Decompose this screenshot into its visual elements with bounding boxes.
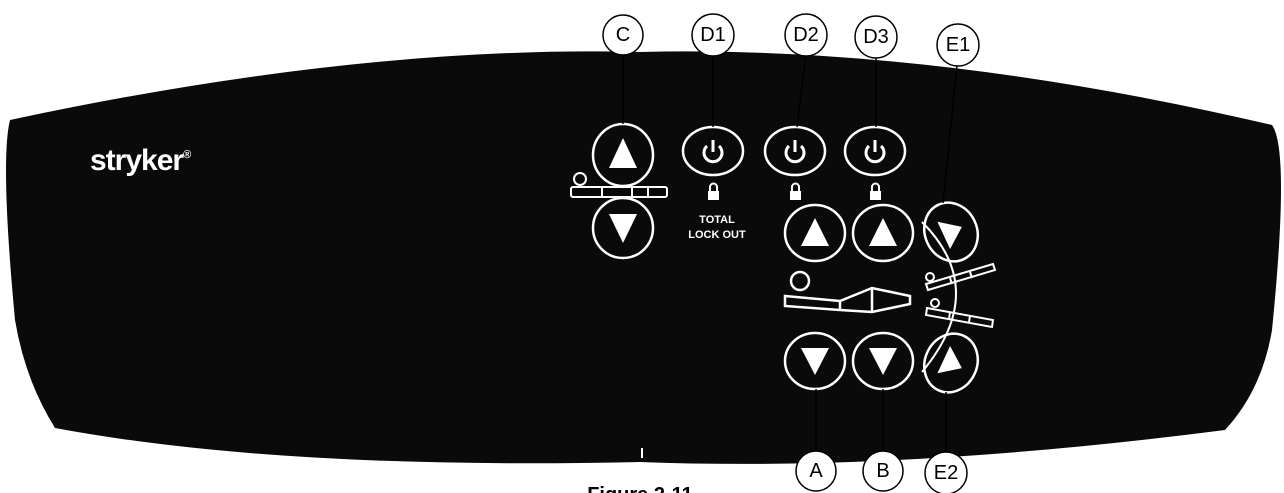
callout-d3: D3 bbox=[854, 15, 898, 59]
control-panel bbox=[6, 51, 1281, 464]
callout-e1: E1 bbox=[936, 23, 980, 67]
power-icon bbox=[702, 140, 724, 164]
svg-text:D3: D3 bbox=[863, 26, 889, 48]
svg-text:E2: E2 bbox=[934, 462, 958, 484]
up-arrow-icon bbox=[609, 138, 637, 168]
power-icon bbox=[864, 140, 886, 164]
trend-button[interactable] bbox=[915, 325, 987, 401]
lock-icon bbox=[708, 182, 719, 200]
callout-d2: D2 bbox=[784, 13, 828, 57]
up-arrow-icon bbox=[869, 218, 897, 246]
callout-d1: D1 bbox=[691, 13, 735, 57]
trend-down-button[interactable] bbox=[591, 196, 655, 260]
knee-lockout-button[interactable] bbox=[843, 125, 907, 177]
head-up-button[interactable] bbox=[783, 203, 847, 263]
power-icon bbox=[784, 140, 806, 164]
up-arrow-icon bbox=[801, 218, 829, 246]
reverse-trend-button[interactable] bbox=[915, 194, 987, 270]
trend-tilt-icon bbox=[924, 262, 997, 329]
lockout-label-line1: TOTAL bbox=[699, 214, 735, 226]
down-arrow-icon bbox=[937, 346, 962, 374]
trend-group-outline bbox=[921, 221, 957, 373]
lock-icon bbox=[790, 182, 801, 200]
svg-text:A: A bbox=[809, 460, 823, 482]
down-arrow-icon bbox=[801, 348, 829, 375]
lockout-label-line2: LOCK OUT bbox=[688, 229, 746, 241]
down-arrow-icon bbox=[869, 348, 897, 375]
callout-c: C bbox=[602, 14, 644, 56]
callout-a: A bbox=[795, 450, 837, 492]
brand-logo: stryker® bbox=[90, 144, 191, 177]
bed-flat-icon bbox=[570, 172, 668, 198]
svg-text:B: B bbox=[876, 460, 889, 482]
bed-articulation-icon bbox=[783, 270, 912, 314]
svg-text:D1: D1 bbox=[700, 24, 726, 46]
svg-text:C: C bbox=[616, 24, 630, 46]
leader-lines bbox=[622, 54, 958, 453]
svg-text:E1: E1 bbox=[946, 34, 970, 56]
head-down-button[interactable] bbox=[783, 331, 847, 391]
svg-text:D2: D2 bbox=[793, 24, 819, 46]
up-arrow-icon bbox=[937, 221, 962, 249]
head-lockout-button[interactable] bbox=[763, 125, 827, 177]
knee-up-button[interactable] bbox=[851, 203, 915, 263]
callout-e2: E2 bbox=[924, 451, 968, 493]
figure-caption: Figure 2-11 bbox=[587, 484, 693, 493]
lock-icon bbox=[870, 182, 881, 200]
callout-b: B bbox=[862, 450, 904, 492]
down-arrow-icon bbox=[609, 214, 637, 243]
